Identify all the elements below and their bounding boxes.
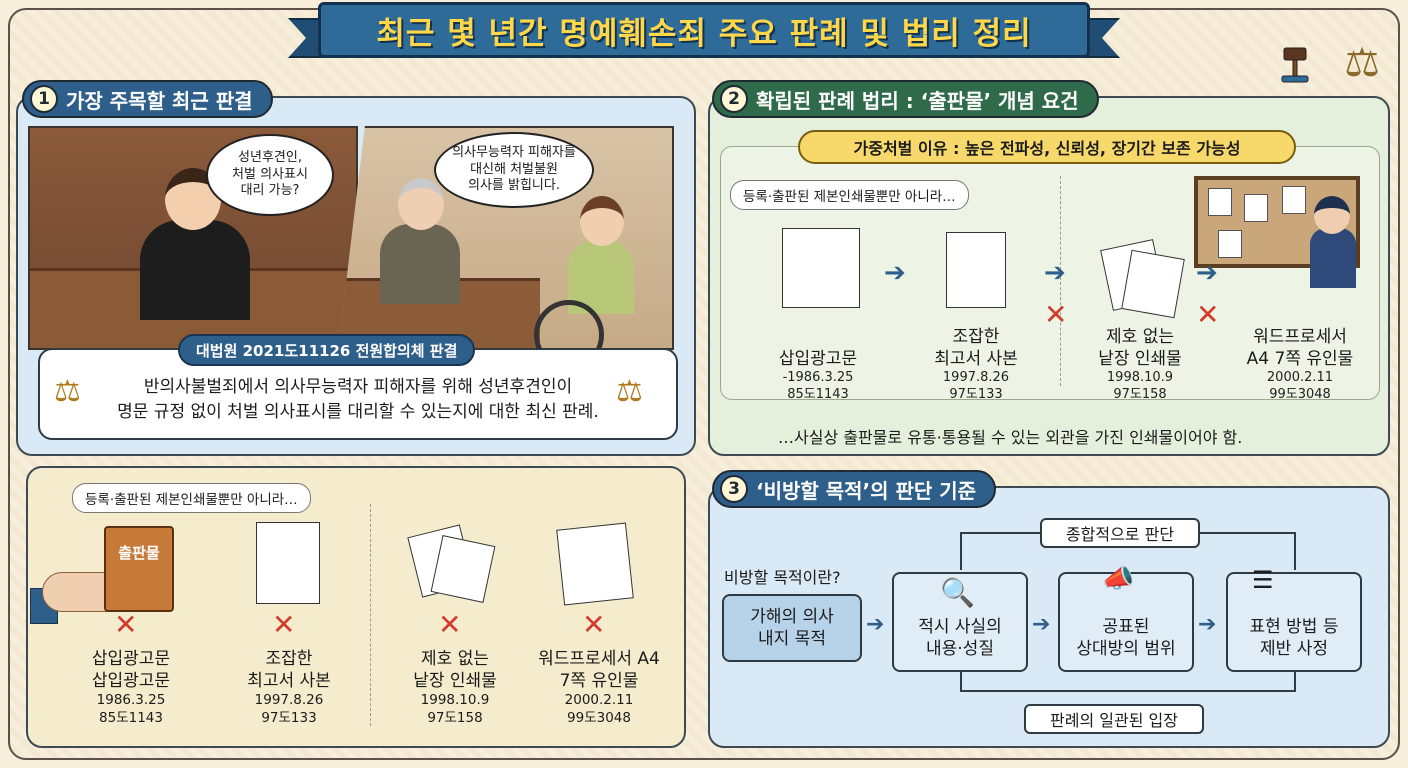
consistent-position-label: 판례의 일관된 입장	[1024, 704, 1204, 734]
book-icon: 출판물	[104, 526, 174, 612]
document-icon	[256, 522, 320, 604]
cross-icon: ✕	[1196, 298, 1220, 331]
purpose-definition: 가해의 의사 내지 목적	[722, 594, 862, 662]
officer-face	[1314, 196, 1350, 234]
cross-icon: ✕	[114, 608, 138, 641]
cross-icon: ✕	[272, 608, 296, 641]
judge-speech-bubble: 성년후견인, 처벌 의사표시 대리 가능?	[206, 134, 334, 216]
section-title: 확립된 판례 법리 : ‘출판물’ 개념 요건	[756, 88, 1079, 113]
note-bubble: 등록·출판된 제본인쇄물뿐만 아니라…	[72, 483, 311, 513]
example-case: 1986.3.25 85도1143	[96, 692, 166, 726]
connector-line	[960, 690, 1296, 692]
officer-uniform	[1310, 228, 1356, 288]
publication-item: 워드프로세서 A4 7쪽 유인물 2000.2.11 99도3048	[1220, 326, 1380, 404]
board-paper	[1218, 230, 1242, 258]
scales-icon: ⚖	[1344, 40, 1380, 86]
item-case: 2000.2.11 99도3048	[1266, 370, 1334, 403]
section-number: 1	[30, 85, 58, 113]
board-paper	[1244, 194, 1268, 222]
newspaper-icon	[782, 228, 860, 308]
example-case: 1997.8.26 97도133	[254, 692, 324, 726]
paper-stack-icon	[556, 522, 634, 606]
connector-line	[1294, 672, 1296, 692]
section-3-heading: 3 ‘비방할 목적’의 판단 기준	[712, 470, 997, 508]
item-case: 1997.8.26 97도133	[942, 370, 1010, 403]
publication-item: 삽입광고문 -1986.3.25 85도1143	[748, 348, 888, 404]
document-icon	[946, 232, 1006, 308]
publication-example: 삽입광고문 삽입광고문 1986.3.25 85도1143	[46, 648, 216, 727]
connector-line	[960, 672, 962, 692]
example-case: 1998.10.9 97도158	[420, 692, 490, 726]
cross-icon: ✕	[438, 608, 462, 641]
example-name: 삽입광고문 삽입광고문	[91, 649, 171, 692]
section-title: 가장 주목할 최근 판결	[66, 88, 253, 113]
section-number: 3	[720, 475, 748, 503]
guardian-speech-bubble: 의사무능력자 피해자를 대신해 처벌불원 의사를 밝힙니다.	[434, 132, 594, 208]
publication-example: 조잡한 최고서 사본 1997.8.26 97도133	[204, 648, 374, 727]
item-case: -1986.3.25 85도1143	[782, 370, 854, 402]
aggravation-reason: 가중처벌 이유 : 높은 전파성, 신뢰성, 장기간 보존 가능성	[798, 130, 1296, 164]
factor-box: 표현 방법 등 제반 사정	[1226, 572, 1362, 672]
item-name: 삽입광고문	[778, 349, 858, 369]
arrow-right-icon: ➔	[884, 258, 906, 288]
example-case: 2000.2.11 99도3048	[564, 692, 634, 726]
victim-face	[580, 196, 624, 246]
section-1-heading: 1 가장 주목할 최근 판결	[22, 80, 273, 118]
holistic-judgment-label: 종합적으로 판단	[1040, 518, 1200, 548]
factor-box: 적시 사실의 내용·성질	[892, 572, 1028, 672]
purpose-question: 비방할 목적이란?	[724, 568, 841, 587]
magnifier-document-icon: 🔍	[940, 576, 975, 609]
example-name: 워드프로세서 A4 7쪽 유인물	[538, 649, 660, 692]
item-name: 제호 없는 낱장 인쇄물	[1098, 327, 1182, 370]
cross-icon: ✕	[1044, 298, 1068, 331]
item-case: 1998.10.9 97도158	[1106, 370, 1174, 403]
page-title: 최근 몇 년간 명예훼손죄 주요 판례 및 법리 정리	[318, 2, 1090, 58]
example-name: 제호 없는 낱장 인쇄물	[413, 649, 497, 692]
publication-item: 조잡한 최고서 사본 1997.8.26 97도133	[906, 326, 1046, 404]
megaphone-icon: 📣	[1102, 564, 1135, 594]
wheelchair-icon	[534, 300, 604, 348]
board-paper	[1208, 188, 1232, 216]
divider	[1060, 176, 1061, 386]
item-name: 워드프로세서 A4 7쪽 유인물	[1246, 327, 1354, 370]
arrow-right-icon: ➔	[1044, 258, 1066, 288]
section-number: 2	[720, 85, 748, 113]
ruling-text-line-1: 반의사불벌죄에서 의사무능력자 피해자를 위해 성년후견인이	[143, 376, 573, 397]
arrow-right-icon: ➔	[1032, 612, 1051, 637]
connector-line	[1294, 532, 1296, 570]
conclusion-note: …사실상 출판물로 유통·통용될 수 있는 외관을 가진 인쇄물이어야 함.	[778, 428, 1243, 447]
ruling-text-line-2: 명문 규정 없이 처벌 의사표시를 대리할 수 있는지에 대한 최신 판례.	[117, 402, 599, 422]
arrow-right-icon: ➔	[866, 612, 885, 637]
loose-sheets-icon	[1121, 249, 1185, 319]
scales-icon: ⚖	[616, 374, 643, 409]
arrow-right-icon: ➔	[1196, 258, 1218, 288]
example-name: 조잡한 최고서 사본	[247, 649, 331, 692]
guardian-suit	[380, 224, 460, 304]
publication-example: 제호 없는 낱장 인쇄물 1998.10.9 97도158	[370, 648, 540, 727]
judge-robe	[140, 220, 250, 320]
scales-icon: ⚖	[54, 374, 81, 409]
item-name: 조잡한 최고서 사본	[934, 327, 1018, 370]
section-title: ‘비방할 목적’의 판단 기준	[756, 478, 977, 503]
title-banner: 최근 몇 년간 명예훼손죄 주요 판례 및 법리 정리	[288, 2, 1120, 62]
arrow-right-icon: ➔	[1198, 612, 1217, 637]
board-paper	[1282, 186, 1306, 214]
section-2-heading: 2 확립된 판례 법리 : ‘출판물’ 개념 요건	[712, 80, 1099, 118]
note-bubble: 등록·출판된 제본인쇄물뿐만 아니라…	[730, 180, 969, 210]
divider	[370, 504, 371, 726]
publication-example: 워드프로세서 A4 7쪽 유인물 2000.2.11 99도3048	[514, 648, 684, 727]
guardian-face	[398, 178, 444, 230]
connector-line	[960, 532, 962, 570]
ruling-case-tag: 대법원 2021도11126 전원합의체 판결	[178, 334, 476, 366]
publication-item: 제호 없는 낱장 인쇄물 1998.10.9 97도158	[1070, 326, 1210, 404]
gavel-icon	[1281, 47, 1309, 83]
expression-methods-icon: ☰	[1252, 566, 1274, 594]
cross-icon: ✕	[582, 608, 606, 641]
factor-box: 공표된 상대방의 범위	[1058, 572, 1194, 672]
